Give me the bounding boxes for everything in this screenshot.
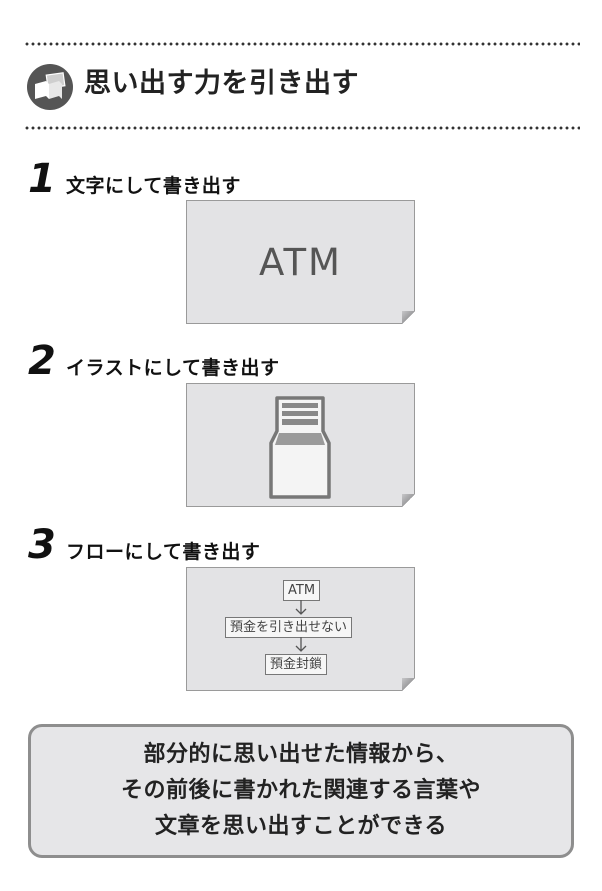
step-number: 2 [28,338,56,384]
step-1-heading: 1 文字にして書き出す [28,159,241,199]
text-card: ATM [186,200,415,324]
step-title: 文字にして書き出す [66,175,241,197]
summary-box: 部分的に思い出せた情報から、 その前後に書かれた関連する言葉や 文章を思い出すこ… [28,724,574,858]
summary-line: 部分的に思い出せた情報から、 [143,742,459,767]
step-title: フローにして書き出す [66,541,261,563]
page-title: 思い出す力を引き出す [84,68,359,99]
step-3-heading: 3 フローにして書き出す [28,525,260,565]
book-card-icon [27,64,73,110]
top-dotted-rule [24,42,580,46]
illustration-card [186,383,415,507]
card-atm-text: ATM [259,241,342,284]
step-number: 1 [28,156,56,202]
step-number: 3 [28,522,56,568]
header-dotted-rule [24,126,580,130]
flow-card: ATM 預金を引き出せない 預金封鎖 [186,567,415,691]
page-fold [402,494,415,507]
atm-machine-icon [267,395,333,499]
step-2-heading: 2 イラストにして書き出す [28,341,280,381]
page-fold [402,678,415,691]
step-title: イラストにして書き出す [66,357,280,379]
flow-step-freeze: 預金封鎖 [265,654,327,675]
arrow-down-icon [293,600,309,616]
arrow-down-icon [293,637,309,653]
summary-line: 文章を思い出すことができる [154,814,448,839]
page-fold [402,311,415,324]
flow-step-atm: ATM [283,580,320,601]
summary-line: その前後に書かれた関連する言葉や [120,778,481,803]
flow-step-withdraw: 預金を引き出せない [225,617,352,638]
